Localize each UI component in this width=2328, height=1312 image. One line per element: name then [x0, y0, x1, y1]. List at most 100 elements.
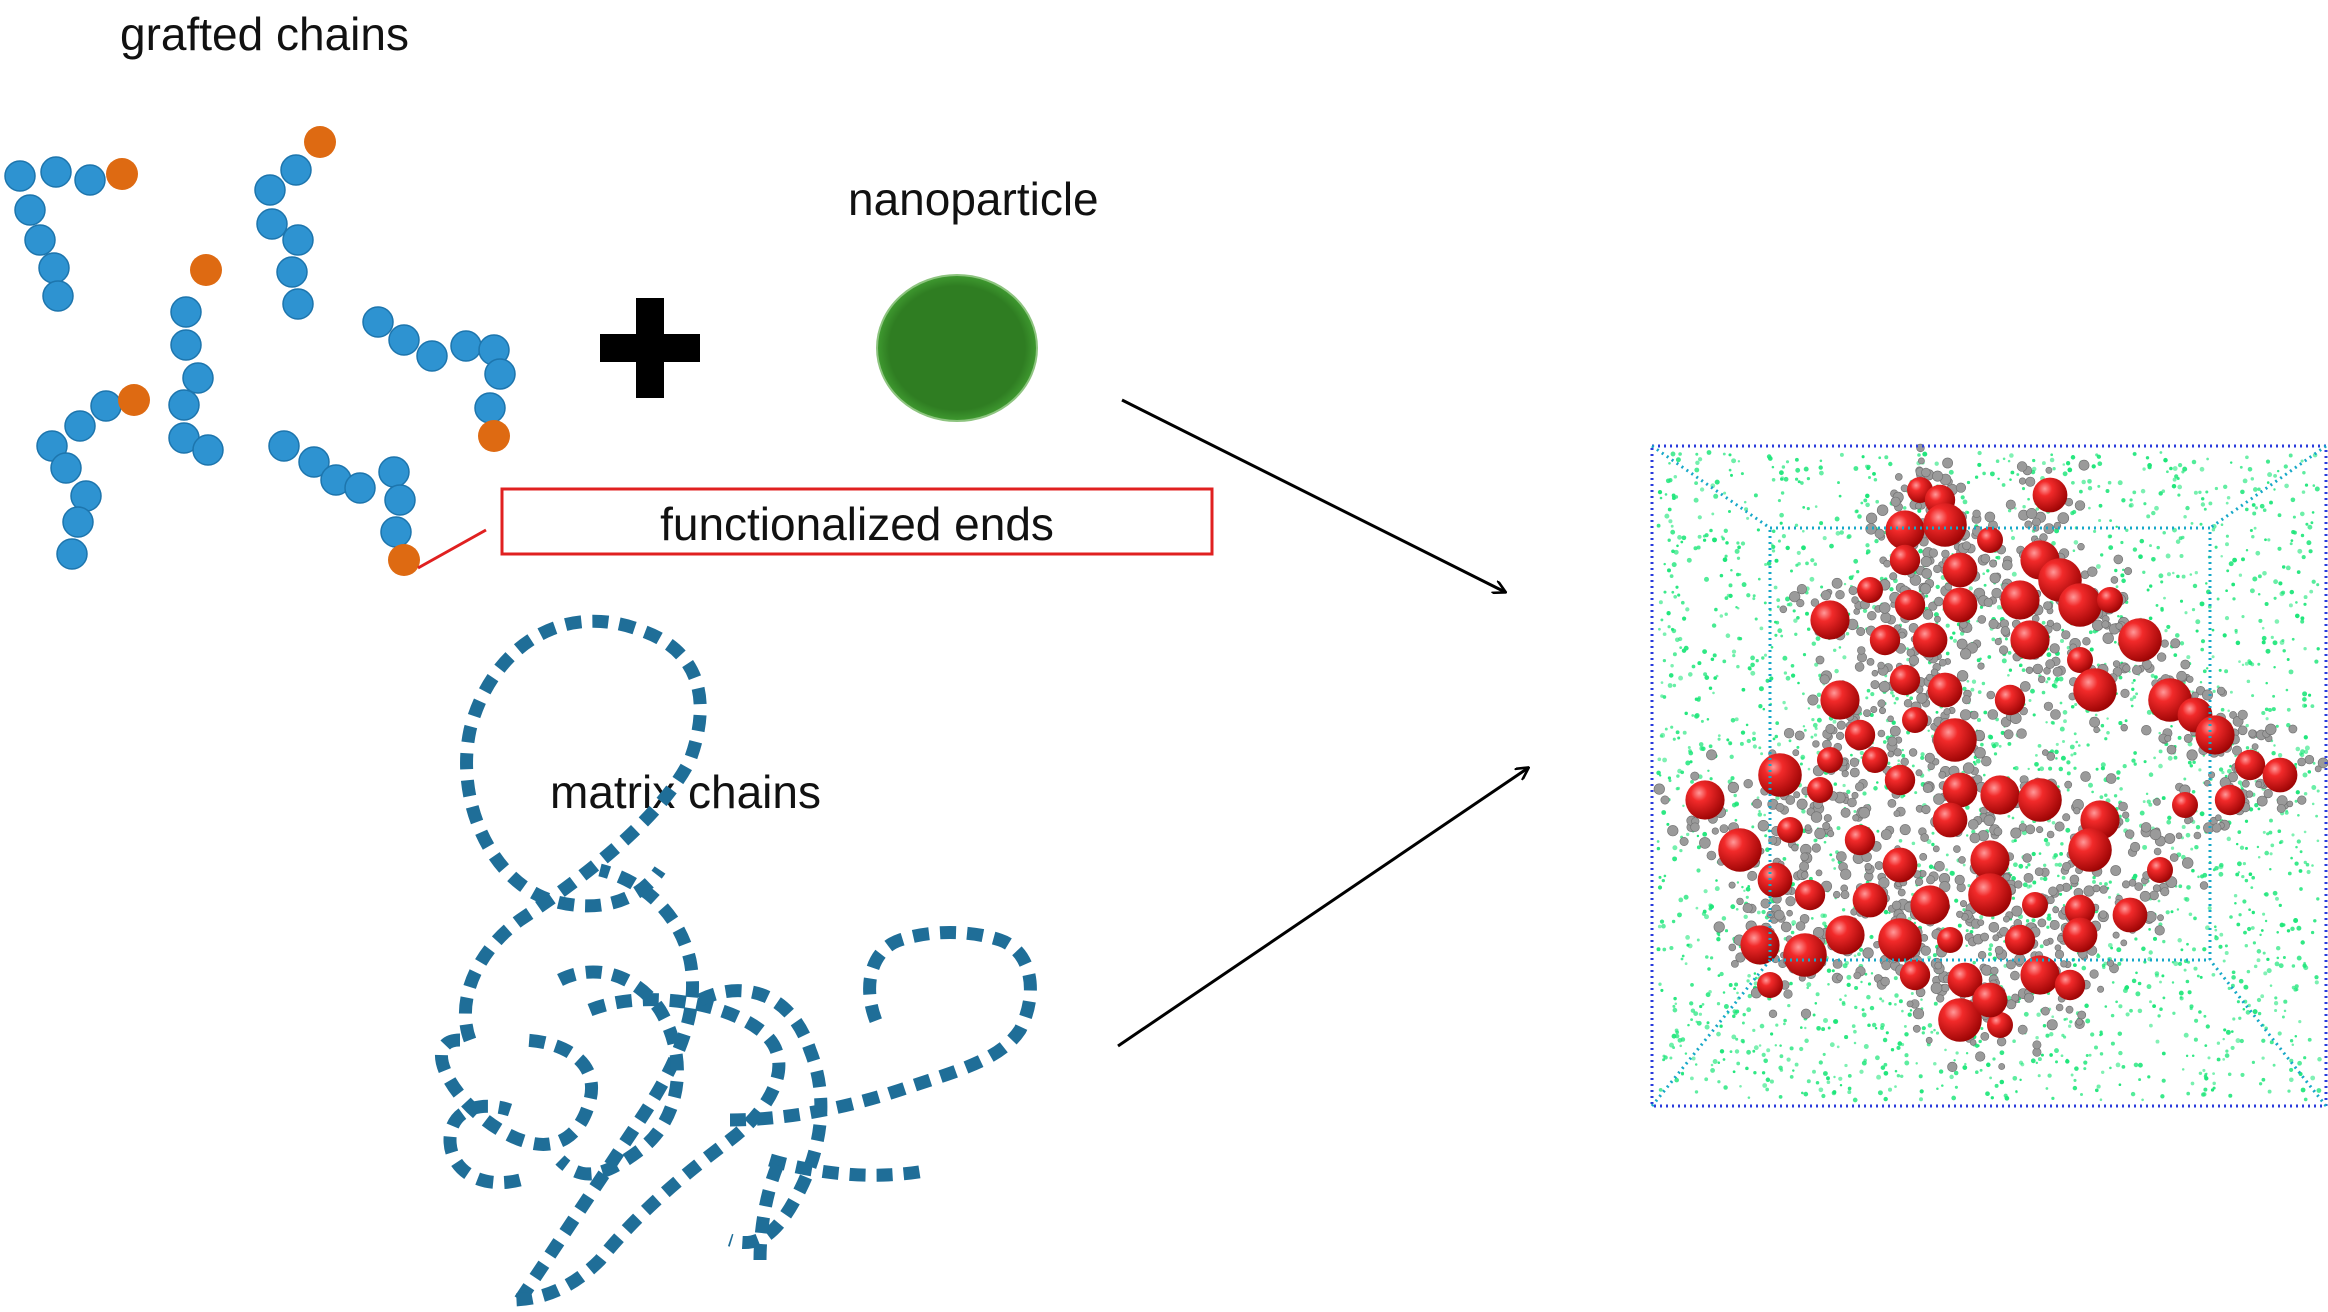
simulation-nanoparticle [1825, 915, 1865, 955]
simulation-nanoparticle [1947, 962, 1983, 998]
simulation-nanoparticle [1844, 719, 1876, 751]
matrix-chain-path [514, 863, 699, 1304]
chain-bead [362, 306, 394, 338]
callout-connector [417, 528, 487, 570]
chain-bead [74, 164, 106, 196]
simulation-nanoparticle [1844, 824, 1876, 856]
nanoparticle-sphere [876, 274, 1038, 422]
simulation-nanoparticle [1977, 527, 2003, 553]
chain-bead [282, 224, 314, 256]
chain-bead [256, 208, 288, 240]
simulation-nanoparticle [1820, 680, 1860, 720]
simulation-nanoparticle [2214, 784, 2246, 816]
simulation-nanoparticle [1758, 753, 1802, 797]
chain-bead [170, 296, 202, 328]
simulation-nanoparticle [2262, 757, 2298, 793]
simulation-nanoparticle [1869, 624, 1901, 656]
functional-end-bead [190, 254, 222, 286]
chain-bead [62, 506, 94, 538]
simulation-nanoparticle [1923, 503, 1967, 547]
functional-end-bead [106, 158, 138, 190]
chain-bead [40, 156, 72, 188]
chain-bead [42, 280, 74, 312]
grafted-chain [268, 430, 416, 548]
simulation-nanoparticle [1972, 982, 2008, 1018]
functional-end-bead [478, 420, 510, 452]
simulation-nanoparticle [2064, 894, 2096, 926]
grafted-chain [168, 296, 224, 466]
simulation-nanoparticle [2000, 580, 2040, 620]
chain-bead [50, 452, 82, 484]
matrix-chain-path [443, 1099, 522, 1190]
simulation-nanoparticle [1817, 747, 1843, 773]
chain-bead [182, 362, 214, 394]
simulation-nanoparticle [2118, 618, 2162, 662]
simulation-nanoparticle [2234, 749, 2266, 781]
simulation-nanoparticle [1857, 577, 1883, 603]
chain-bead [378, 456, 410, 488]
simulation-nanoparticle [1794, 879, 1826, 911]
matrix-chain-path [768, 1153, 932, 1182]
arrow-nanoparticle-to-composite [1121, 398, 1505, 592]
simulation-nanoparticle [1718, 828, 1762, 872]
simulation-nanoparticle [1889, 664, 1921, 696]
chain-bead [450, 330, 482, 362]
simulation-snapshot [1650, 443, 2328, 1108]
functionalized-ends-box [500, 487, 1214, 556]
simulation-nanoparticle [2032, 477, 2068, 513]
simulation-nanoparticle [1910, 885, 1950, 925]
chain-bead [268, 430, 300, 462]
simulation-nanoparticle [1942, 587, 1978, 623]
simulation-nanoparticle [2073, 668, 2117, 712]
simulation-nanoparticle [1852, 882, 1888, 918]
simulation-grafted-particles [1653, 443, 2328, 1072]
chain-bead [344, 472, 376, 504]
matrix-chain-path [435, 1033, 598, 1151]
simulation-nanoparticle [2010, 620, 2050, 660]
simulation-nanoparticle [1757, 972, 1783, 998]
chain-bead [168, 389, 200, 421]
grafted-chain [254, 154, 314, 320]
chain-bead [14, 194, 46, 226]
simulation-nanoparticle [1807, 777, 1833, 803]
chain-bead [4, 160, 36, 192]
chain-bead [484, 358, 516, 390]
simulation-nanoparticle [1927, 672, 1963, 708]
chain-bead [282, 288, 314, 320]
chain-bead [380, 516, 412, 548]
simulation-nanoparticle [1894, 589, 1926, 621]
chain-bead [280, 154, 312, 186]
matrix-chain-path [729, 926, 1037, 1127]
matrix-chain-path [509, 993, 786, 1307]
simulation-nanoparticles [1685, 477, 2298, 1042]
simulation-nanoparticle [1885, 510, 1925, 550]
simulation-nanoparticle [1777, 817, 1803, 843]
matrix-chain-path [555, 965, 684, 1181]
simulation-box-frame [1650, 444, 2328, 1108]
simulation-nanoparticle [1970, 840, 2010, 880]
simulation-nanoparticle [1810, 600, 1850, 640]
simulation-nanoparticle [2112, 897, 2148, 933]
grafted-chain [36, 390, 122, 570]
matrix-chain-path [458, 614, 707, 1043]
functional-end-bead [118, 384, 150, 416]
simulation-nanoparticle [2004, 924, 2036, 956]
matrix-chain-path [753, 1157, 786, 1261]
simulation-nanoparticle [2022, 892, 2048, 918]
chain-bead [170, 329, 202, 361]
simulation-nanoparticle [1757, 862, 1793, 898]
simulation-nanoparticle [2020, 955, 2060, 995]
simulation-nanoparticle [1968, 873, 2012, 917]
grafted-chains-group [4, 126, 516, 576]
nanoparticle-label: nanoparticle [848, 173, 1099, 225]
simulation-nanoparticle [2018, 778, 2062, 822]
functionalized-ends-label: functionalized ends [660, 498, 1054, 550]
simulation-nanoparticle [1884, 764, 1916, 796]
simulation-nanoparticle [1933, 718, 1977, 762]
chain-bead [64, 410, 96, 442]
simulation-nanoparticle [1942, 552, 1978, 588]
simulation-nanoparticle [2067, 647, 2093, 673]
simulation-nanoparticle [1994, 684, 2026, 716]
simulation-nanoparticle [1889, 544, 1921, 576]
chain-bead [38, 252, 70, 284]
